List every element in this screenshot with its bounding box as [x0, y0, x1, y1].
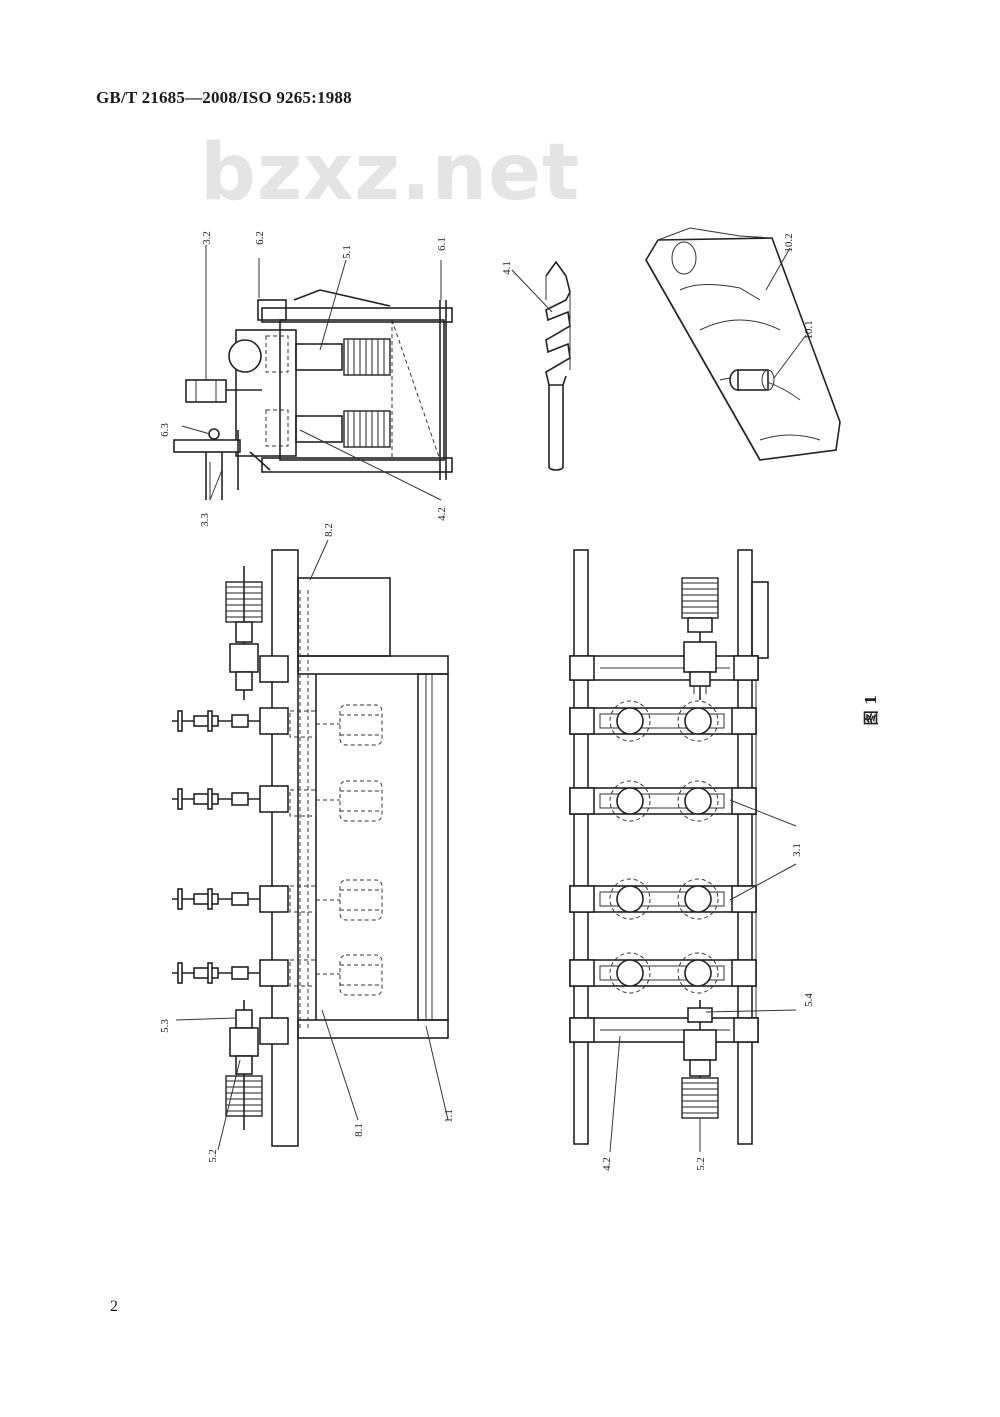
label-5-3: 5.3 [159, 1019, 171, 1033]
leader-lines-top-view [609, 799, 797, 1153]
label-5-2-left: 5.2 [207, 1149, 219, 1163]
end-view-drawing [173, 289, 453, 500]
page-number: 2 [110, 1298, 118, 1315]
label-5-4: 5.4 [803, 993, 815, 1007]
label-3-3: 3.3 [199, 513, 211, 527]
label-6-3-text: 6.3 [159, 423, 171, 437]
label-4-2-top: 4.2 [436, 507, 448, 521]
label-3-2: 3.2 [201, 231, 213, 245]
label-4-1: 4.1 [501, 261, 513, 275]
standard-header: GB/T 21685—2008/ISO 9265:1988 [96, 88, 352, 107]
label-10-2: 10.2 [783, 233, 795, 252]
top-view-drawing [569, 549, 769, 1145]
side-view-drawing [171, 549, 449, 1147]
leader-lines-top [181, 245, 442, 501]
label-6-1: 6.1 [436, 237, 448, 251]
leader-lines-side [175, 539, 449, 1151]
label-5-2-right: 5.2 [695, 1157, 707, 1171]
label-5-1: 5.1 [341, 245, 353, 259]
label-1-1: 1.1 [443, 1109, 455, 1123]
label-6-2: 6.2 [254, 231, 266, 245]
label-3-1: 3.1 [791, 843, 803, 857]
drill-bit-drawing [511, 260, 571, 471]
label-8-1: 8.1 [353, 1123, 365, 1137]
watermark: bzxz.net [200, 128, 581, 218]
label-4-2-bottom: 4.2 [601, 1157, 613, 1171]
label-8-2: 8.2 [323, 523, 335, 537]
label-10-1: 10.1 [803, 320, 815, 339]
figure-caption: 图 1 [862, 695, 880, 726]
workpiece-drawing [645, 227, 841, 461]
